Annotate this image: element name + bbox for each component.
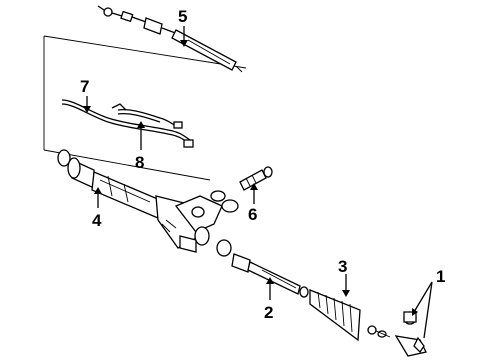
inner-tie-rod-part-2 [216, 239, 301, 295]
callout-6: 6 [248, 205, 257, 224]
tie-rod-end-part-1 [394, 311, 427, 357]
callout-3: 3 [338, 257, 347, 276]
callout-labels: 1 2 3 4 5 6 7 8 [80, 7, 445, 322]
callout-4: 4 [92, 211, 102, 230]
steering-gear-housing-part-4 [57, 149, 239, 253]
pressure-lines-part-7-8 [61, 99, 194, 148]
enclosure-frame [43, 35, 247, 181]
callout-2: 2 [264, 303, 273, 322]
inner-tie-rod-part-5 [97, 5, 243, 73]
bellows-boot-part-3 [299, 286, 391, 342]
callout-5: 5 [178, 7, 187, 26]
callout-7: 7 [80, 77, 89, 96]
valve-fitting-part-6 [239, 166, 273, 191]
callout-8: 8 [135, 153, 144, 172]
leader-lines [83, 26, 433, 339]
callout-1: 1 [436, 267, 445, 286]
